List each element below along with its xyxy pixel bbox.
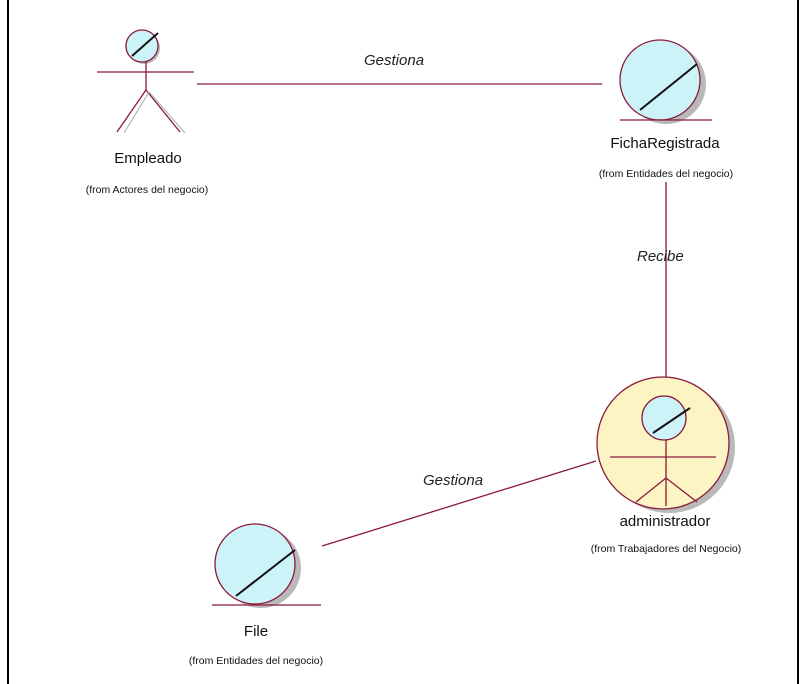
business-entity-icon (212, 523, 321, 608)
node-origin-file: (from Entidades del negocio) (189, 655, 323, 667)
association-label-gestiona-1: Gestiona (364, 52, 424, 69)
node-name-ficharegistrada: FichaRegistrada (610, 135, 720, 152)
association-label-gestiona-2: Gestiona (423, 472, 483, 489)
node-name-administrador: administrador (620, 513, 711, 530)
node-origin-ficharegistrada: (from Entidades del negocio) (599, 168, 733, 180)
actor-empleado[interactable]: Empleado (from Actores del negocio) (86, 29, 209, 196)
node-name-empleado: Empleado (114, 150, 182, 167)
node-origin-empleado: (from Actores del negocio) (86, 184, 209, 196)
worker-administrador[interactable]: administrador (from Trabajadores del Neg… (591, 376, 742, 555)
business-worker-icon (596, 376, 735, 513)
node-name-file: File (244, 623, 268, 640)
association-line-administrador-file[interactable] (321, 460, 597, 547)
entity-ficharegistrada[interactable]: FichaRegistrada (from Entidades del nego… (599, 39, 733, 180)
association-label-recibe: Recibe (637, 248, 684, 265)
business-entity-icon (619, 39, 712, 124)
node-origin-administrador: (from Trabajadores del Negocio) (591, 543, 742, 555)
actor-icon (97, 29, 194, 134)
entity-file[interactable]: File (from Entidades del negocio) (189, 523, 323, 667)
